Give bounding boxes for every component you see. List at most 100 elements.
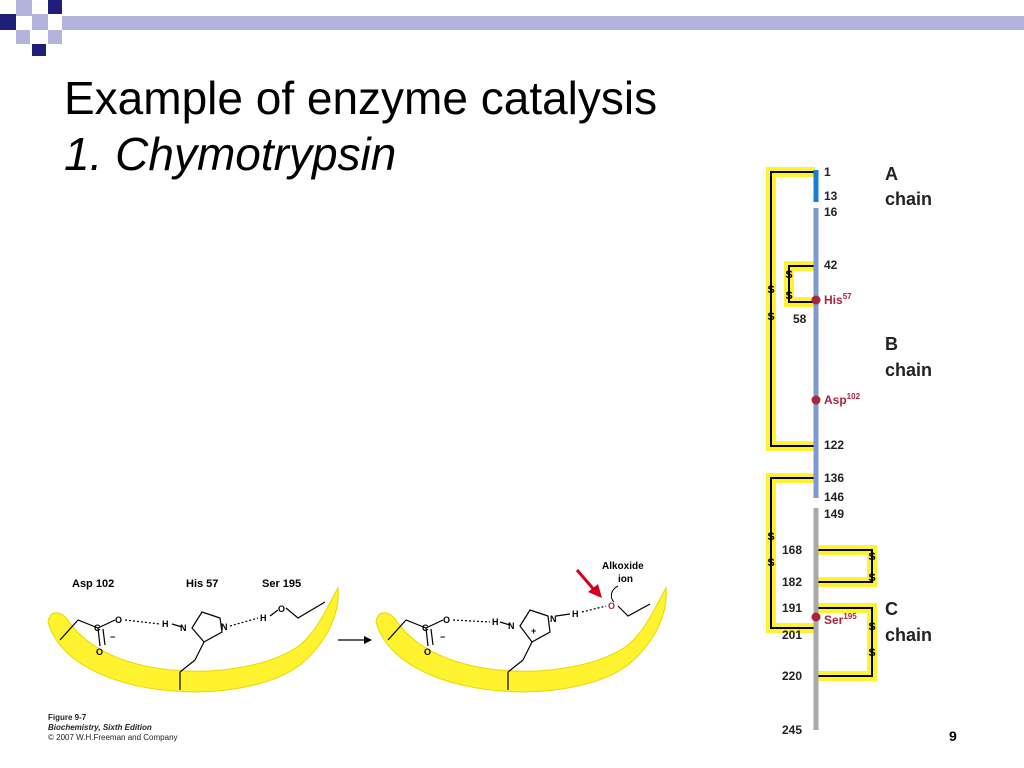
caption-book: Biochemistry, Sixth Edition <box>48 723 152 732</box>
residue-number: 245 <box>782 723 802 737</box>
atom-c: C <box>94 623 101 633</box>
residue-number: 220 <box>782 669 802 683</box>
header-decoration <box>0 0 1024 56</box>
residue-number: 42 <box>824 258 838 272</box>
deco-square-navy-3 <box>32 44 46 56</box>
mechanism-left <box>59 601 326 690</box>
atom-n: N <box>508 621 515 631</box>
label-asp102: Asp 102 <box>72 578 114 590</box>
ss-letter-s: S <box>868 572 875 584</box>
header-rule <box>62 16 1024 30</box>
mechanism-left-atoms: O C − O H N N H O <box>94 604 285 657</box>
residue-numbers: 1 13 16 42 58 122 136 146 149 168 182 19… <box>782 165 844 737</box>
residue-number: 201 <box>782 628 802 642</box>
ss-letter-s: S <box>767 311 774 323</box>
residue-dot-ser195 <box>811 612 821 622</box>
deco-square-lavender-4 <box>48 30 62 44</box>
ss-letter-s: S <box>785 290 792 302</box>
atom-plus: + <box>531 626 536 636</box>
atom-minus: − <box>110 632 115 642</box>
chain-a-name: A <box>885 164 898 184</box>
enzyme-crescent-right <box>375 586 667 693</box>
chain-c-label: chain <box>885 625 932 645</box>
atom-n: N <box>221 622 228 632</box>
figure-caption: Figure 9-7 Biochemistry, Sixth Edition ©… <box>48 713 178 743</box>
ss-letter-s: S <box>868 647 875 659</box>
atom-o: O <box>424 647 431 657</box>
alkoxide-label-line2: ion <box>618 574 633 585</box>
mechanism-right-atoms: O C − O H N + N H O <box>422 601 615 657</box>
residue-asp102: Asp102 <box>824 392 861 407</box>
ss-letter-bond: I <box>870 634 873 646</box>
ss-letters: S I S S I S S I S S I S S I S <box>767 269 875 659</box>
active-site-residues: His57 Asp102 Ser195 <box>811 292 861 627</box>
residue-number: 16 <box>824 205 838 219</box>
ss-letter-bond: I <box>870 561 873 573</box>
atom-o: O <box>278 604 285 614</box>
atom-h: H <box>492 617 499 627</box>
atom-h: H <box>162 619 169 629</box>
atom-h: H <box>260 613 267 623</box>
deco-square-navy-2 <box>48 0 62 14</box>
atom-o: O <box>443 615 450 625</box>
ss-letter-s: S <box>767 557 774 569</box>
atom-c: C <box>422 623 429 633</box>
residue-number: 58 <box>793 312 807 326</box>
ss-letter-s: S <box>767 284 774 296</box>
chain-a-label: chain <box>885 189 932 209</box>
subtitle-line: 1. Chymotrypsin <box>64 128 397 180</box>
chain-c-name: C <box>885 599 898 619</box>
title-line: Example of enzyme catalysis <box>64 72 658 124</box>
slide-title: Example of enzyme catalysis 1. Chymotryp… <box>64 70 657 182</box>
ss-letter-bond: I <box>769 544 772 556</box>
residue-ser-number: 195 <box>843 612 857 621</box>
residue-number: 191 <box>782 601 802 615</box>
residue-number: 146 <box>824 490 844 504</box>
residue-number: 1 <box>824 165 831 179</box>
residue-dot-his57 <box>811 295 821 305</box>
atom-o: O <box>96 647 103 657</box>
ss-letter-bond: I <box>787 279 790 291</box>
atom-o: O <box>115 615 122 625</box>
red-arrow-icon <box>575 569 602 598</box>
atom-h: H <box>572 609 579 619</box>
reaction-arrow <box>338 636 372 644</box>
atom-n: N <box>550 614 557 624</box>
page-number: 9 <box>949 728 957 744</box>
residue-dot-asp102 <box>811 395 821 405</box>
residue-number: 122 <box>824 438 844 452</box>
deco-square-navy-1 <box>0 14 16 30</box>
chain-labels: A chain B chain C chain <box>885 164 932 645</box>
label-ser195: Ser 195 <box>262 578 301 590</box>
ss-letter-s: S <box>868 621 875 633</box>
ss-letter-bond: I <box>769 297 772 309</box>
ss-letter-s: S <box>785 269 792 281</box>
residue-number: 149 <box>824 507 844 521</box>
caption-figure: Figure 9-7 <box>48 713 87 722</box>
enzyme-crescent-left <box>47 586 339 693</box>
chain-b-name: B <box>885 334 898 354</box>
mechanism-right <box>387 603 651 690</box>
residue-asp-number: 102 <box>847 392 861 401</box>
alkoxide-pointer <box>610 585 619 603</box>
residue-his-number: 57 <box>843 292 852 301</box>
deco-square-lavender-2 <box>32 14 48 30</box>
ss-letter-s: S <box>767 531 774 543</box>
label-his57: His 57 <box>186 578 218 590</box>
chain-b-label: chain <box>885 360 932 380</box>
residue-number: 168 <box>782 543 802 557</box>
residue-ser195: Ser195 <box>824 612 857 627</box>
residue-number: 136 <box>824 471 844 485</box>
alkoxide-label-line1: Alkoxide <box>602 561 644 572</box>
caption-copyright: © 2007 W.H.Freeman and Company <box>48 733 178 742</box>
ss-letter-s: S <box>868 551 875 563</box>
deco-square-lavender-3 <box>16 30 30 44</box>
residue-number: 13 <box>824 189 838 203</box>
atom-o-alkoxide: O <box>608 601 615 611</box>
atom-n: N <box>180 623 187 633</box>
residue-ser-name: Ser <box>824 613 844 627</box>
disulfide-lines <box>770 171 873 677</box>
residue-number: 182 <box>782 575 802 589</box>
residue-his57: His57 <box>824 292 852 307</box>
